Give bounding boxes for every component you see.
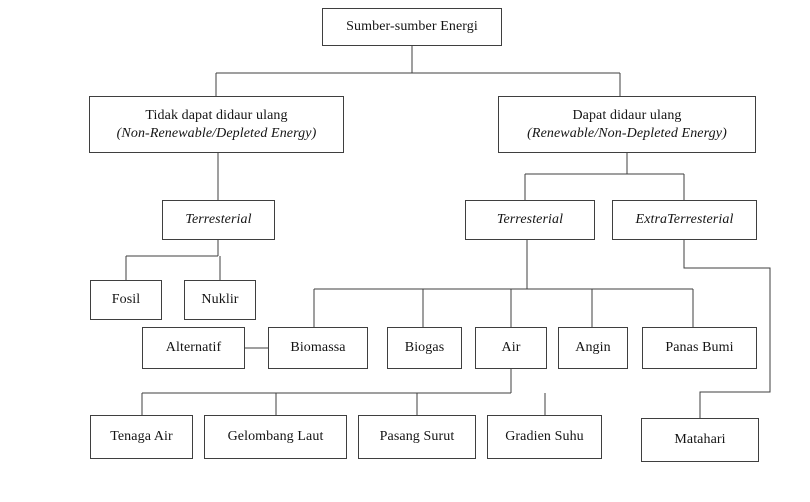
node-air-label: Air [501,340,521,356]
node-panas-bumi[interactable]: Panas Bumi [642,327,757,369]
node-tenaga-air[interactable]: Tenaga Air [90,415,193,459]
node-root[interactable]: Sumber-sumber Energi [322,8,502,46]
node-angin[interactable]: Angin [558,327,628,369]
node-tenaga-air-label: Tenaga Air [110,429,173,445]
node-air[interactable]: Air [475,327,547,369]
node-terresterial-left[interactable]: Terresterial [162,200,275,240]
node-renewable[interactable]: Dapat didaur ulang (Renewable/Non-Deplet… [498,96,756,153]
node-matahari-label: Matahari [674,432,726,448]
node-alternatif[interactable]: Alternatif [142,327,245,369]
node-extraterresterial-label: ExtraTerresterial [635,212,734,228]
node-angin-label: Angin [575,340,611,356]
node-biogas-label: Biogas [404,340,445,356]
node-panas-bumi-label: Panas Bumi [665,340,734,356]
node-renewable-subtitle: (Renewable/Non-Depleted Energy) [527,125,727,141]
node-non-renewable[interactable]: Tidak dapat didaur ulang (Non-Renewable/… [89,96,344,153]
node-biogas[interactable]: Biogas [387,327,462,369]
node-biomassa-label: Biomassa [290,340,346,356]
node-gelombang-laut-label: Gelombang Laut [227,429,324,445]
node-pasang-surut[interactable]: Pasang Surut [358,415,476,459]
node-extraterresterial[interactable]: ExtraTerresterial [612,200,757,240]
node-gelombang-laut[interactable]: Gelombang Laut [204,415,347,459]
node-fosil-label: Fosil [111,292,141,308]
node-nuklir-label: Nuklir [201,292,239,308]
node-terresterial-right[interactable]: Terresterial [465,200,595,240]
node-root-label: Sumber-sumber Energi [346,19,478,35]
node-fosil[interactable]: Fosil [90,280,162,320]
node-gradien-suhu[interactable]: Gradien Suhu [487,415,602,459]
node-non-renewable-label: Tidak dapat didaur ulang [145,107,288,123]
node-pasang-surut-label: Pasang Surut [379,429,455,445]
node-matahari[interactable]: Matahari [641,418,759,462]
node-biomassa[interactable]: Biomassa [268,327,368,369]
node-gradien-suhu-label: Gradien Suhu [505,429,584,445]
node-terresterial-right-label: Terresterial [496,212,564,228]
node-terresterial-left-label: Terresterial [185,212,252,228]
node-nuklir[interactable]: Nuklir [184,280,256,320]
node-alternatif-label: Alternatif [165,340,222,356]
node-non-renewable-subtitle: (Non-Renewable/Depleted Energy) [116,125,317,141]
node-renewable-label: Dapat didaur ulang [572,107,682,123]
